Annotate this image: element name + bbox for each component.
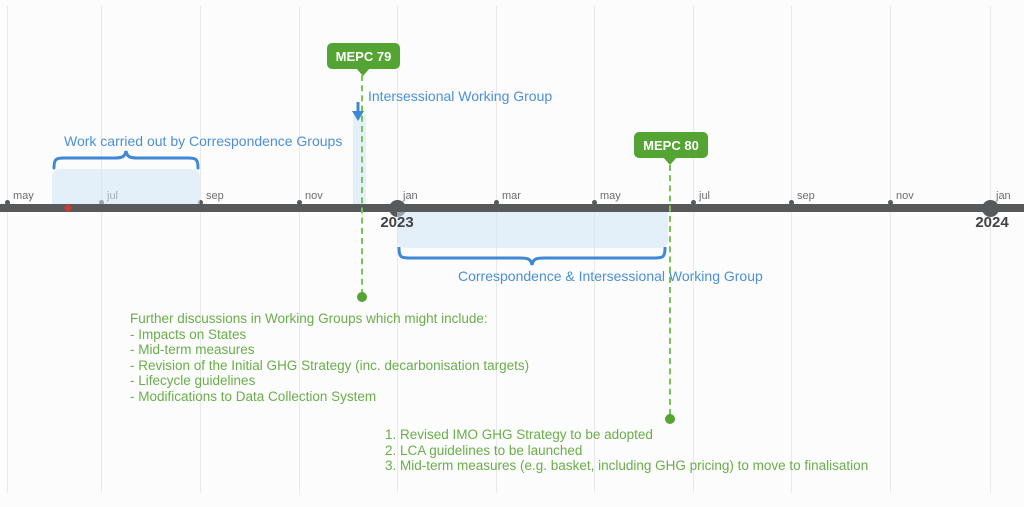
mepc79-badge-pointer-icon (356, 68, 370, 76)
mepc80-outcomes: 1. Revised IMO GHG Strategy to be adopte… (385, 427, 868, 474)
month-gridline (7, 6, 8, 493)
month-tick-dot (297, 200, 302, 205)
mepc79-note-item: - Modifications to Data Collection Syste… (130, 388, 377, 404)
month-gridline (496, 6, 497, 493)
mepc79-badge: MEPC 79 (327, 43, 400, 69)
mepc80-badge-pointer-icon (663, 157, 677, 165)
month-gridline (397, 6, 398, 493)
corr-intersessional-brace (397, 247, 667, 266)
month-label: may (600, 190, 621, 202)
down-arrow-marker-icon (352, 102, 364, 121)
month-label: jan (403, 190, 418, 202)
mepc79-badge-label: MEPC 79 (335, 48, 392, 64)
mepc80-outcome-item: 2. LCA guidelines to be launched (385, 442, 583, 458)
correspondence-period-label: Work carried out by Correspondence Group… (64, 133, 343, 149)
month-gridline (890, 6, 891, 493)
mepc79-note-item: - Mid-term measures (130, 342, 255, 357)
month-tick-dot (888, 200, 893, 205)
mepc79-notes-title: Further discussions in Working Groups wh… (130, 311, 488, 326)
month-label: nov (896, 190, 914, 202)
mepc80-outcome-item: 3. Mid-term measures (e.g. basket, inclu… (385, 458, 869, 473)
month-gridline (101, 6, 102, 493)
timeline-axis (0, 204, 1024, 212)
intersessional-band-shade (353, 115, 366, 204)
mepc80-endpoint-dot (665, 414, 675, 424)
month-label: sep (797, 190, 815, 202)
month-label: jul (699, 190, 711, 202)
month-gridline (594, 6, 595, 493)
month-gridline (990, 6, 991, 493)
mepc80-outcome-item: 1. Revised IMO GHG Strategy to be adopte… (385, 427, 653, 442)
month-tick-dot (592, 200, 597, 205)
mepc79-dashed-line (361, 75, 363, 295)
mepc80-badge-label: MEPC 80 (643, 137, 699, 153)
month-gridline (693, 6, 694, 493)
month-label: nov (305, 190, 323, 202)
month-label: sep (206, 190, 224, 202)
month-gridline (791, 6, 792, 493)
intersessional-label: Intersessional Working Group (368, 88, 553, 104)
year-label-2024: 2024 (975, 214, 1009, 231)
correspondence-brace (52, 150, 200, 170)
month-tick-dot (5, 200, 10, 205)
mepc79-note-item: - Lifecycle guidelines (130, 373, 256, 388)
year-label-2023: 2023 (380, 214, 414, 231)
mepc80-dashed-line (669, 165, 671, 415)
mepc79-notes: Further discussions in Working Groups wh… (130, 311, 529, 404)
corr-intersessional-period-shade (397, 212, 668, 248)
mepc79-note-item: - Impacts on States (130, 326, 247, 342)
mepc79-endpoint-dot (357, 292, 367, 302)
month-tick-dot (198, 200, 203, 205)
correspondence-period-shade (52, 169, 200, 204)
month-gridline (299, 6, 300, 493)
month-tick-dot (789, 200, 794, 205)
month-label: mar (502, 190, 521, 202)
mepc80-badge: MEPC 80 (634, 132, 708, 158)
mepc79-note-item: - Revision of the Initial GHG Strategy (… (130, 357, 530, 373)
month-gridline (200, 6, 201, 493)
month-tick-dot (691, 200, 696, 205)
corr-intersessional-label: Correspondence & Intersessional Working … (458, 268, 763, 284)
month-tick-dot (494, 200, 499, 205)
month-label: jan (996, 190, 1011, 202)
month-label: may (13, 190, 34, 202)
